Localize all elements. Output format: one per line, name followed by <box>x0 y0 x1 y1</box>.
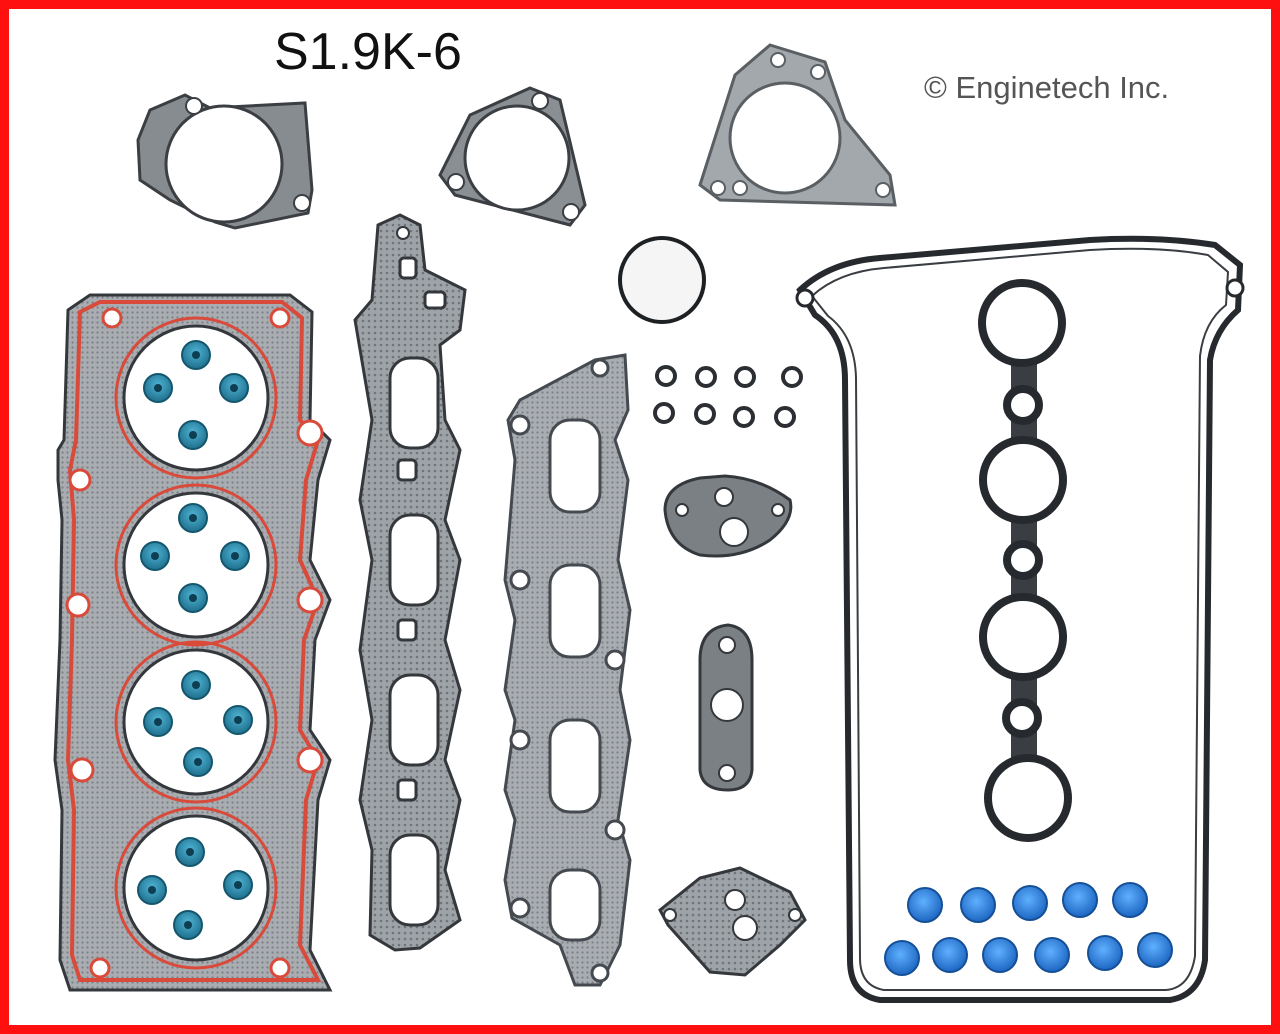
thermostat-housing-gasket-icon <box>698 43 897 207</box>
spark-plug-tube-seal-icon <box>978 279 1072 842</box>
part-number: S1.9K-6 <box>274 23 462 81</box>
egr-flange-gasket-icon <box>663 474 793 558</box>
valve-stem-seal-icon <box>137 340 253 940</box>
cylinder-head-gasket-icon <box>53 293 333 992</box>
throttle-body-gasket-icon <box>136 93 314 230</box>
valve-cover-gasket-icon <box>795 235 1245 1003</box>
o-ring-icon <box>653 365 803 428</box>
egr-flange-gasket-icon <box>698 623 754 792</box>
copyright-notice: © Enginetech Inc. <box>924 70 1170 105</box>
exhaust-manifold-gasket-icon <box>503 353 632 987</box>
egr-flange-gasket-icon <box>658 866 807 977</box>
o-ring-icon <box>618 236 706 324</box>
egr-flange-gasket-icon <box>438 86 587 227</box>
intake-manifold-gasket-icon <box>353 213 467 952</box>
spark-plug-grommet-icon <box>884 882 1173 976</box>
